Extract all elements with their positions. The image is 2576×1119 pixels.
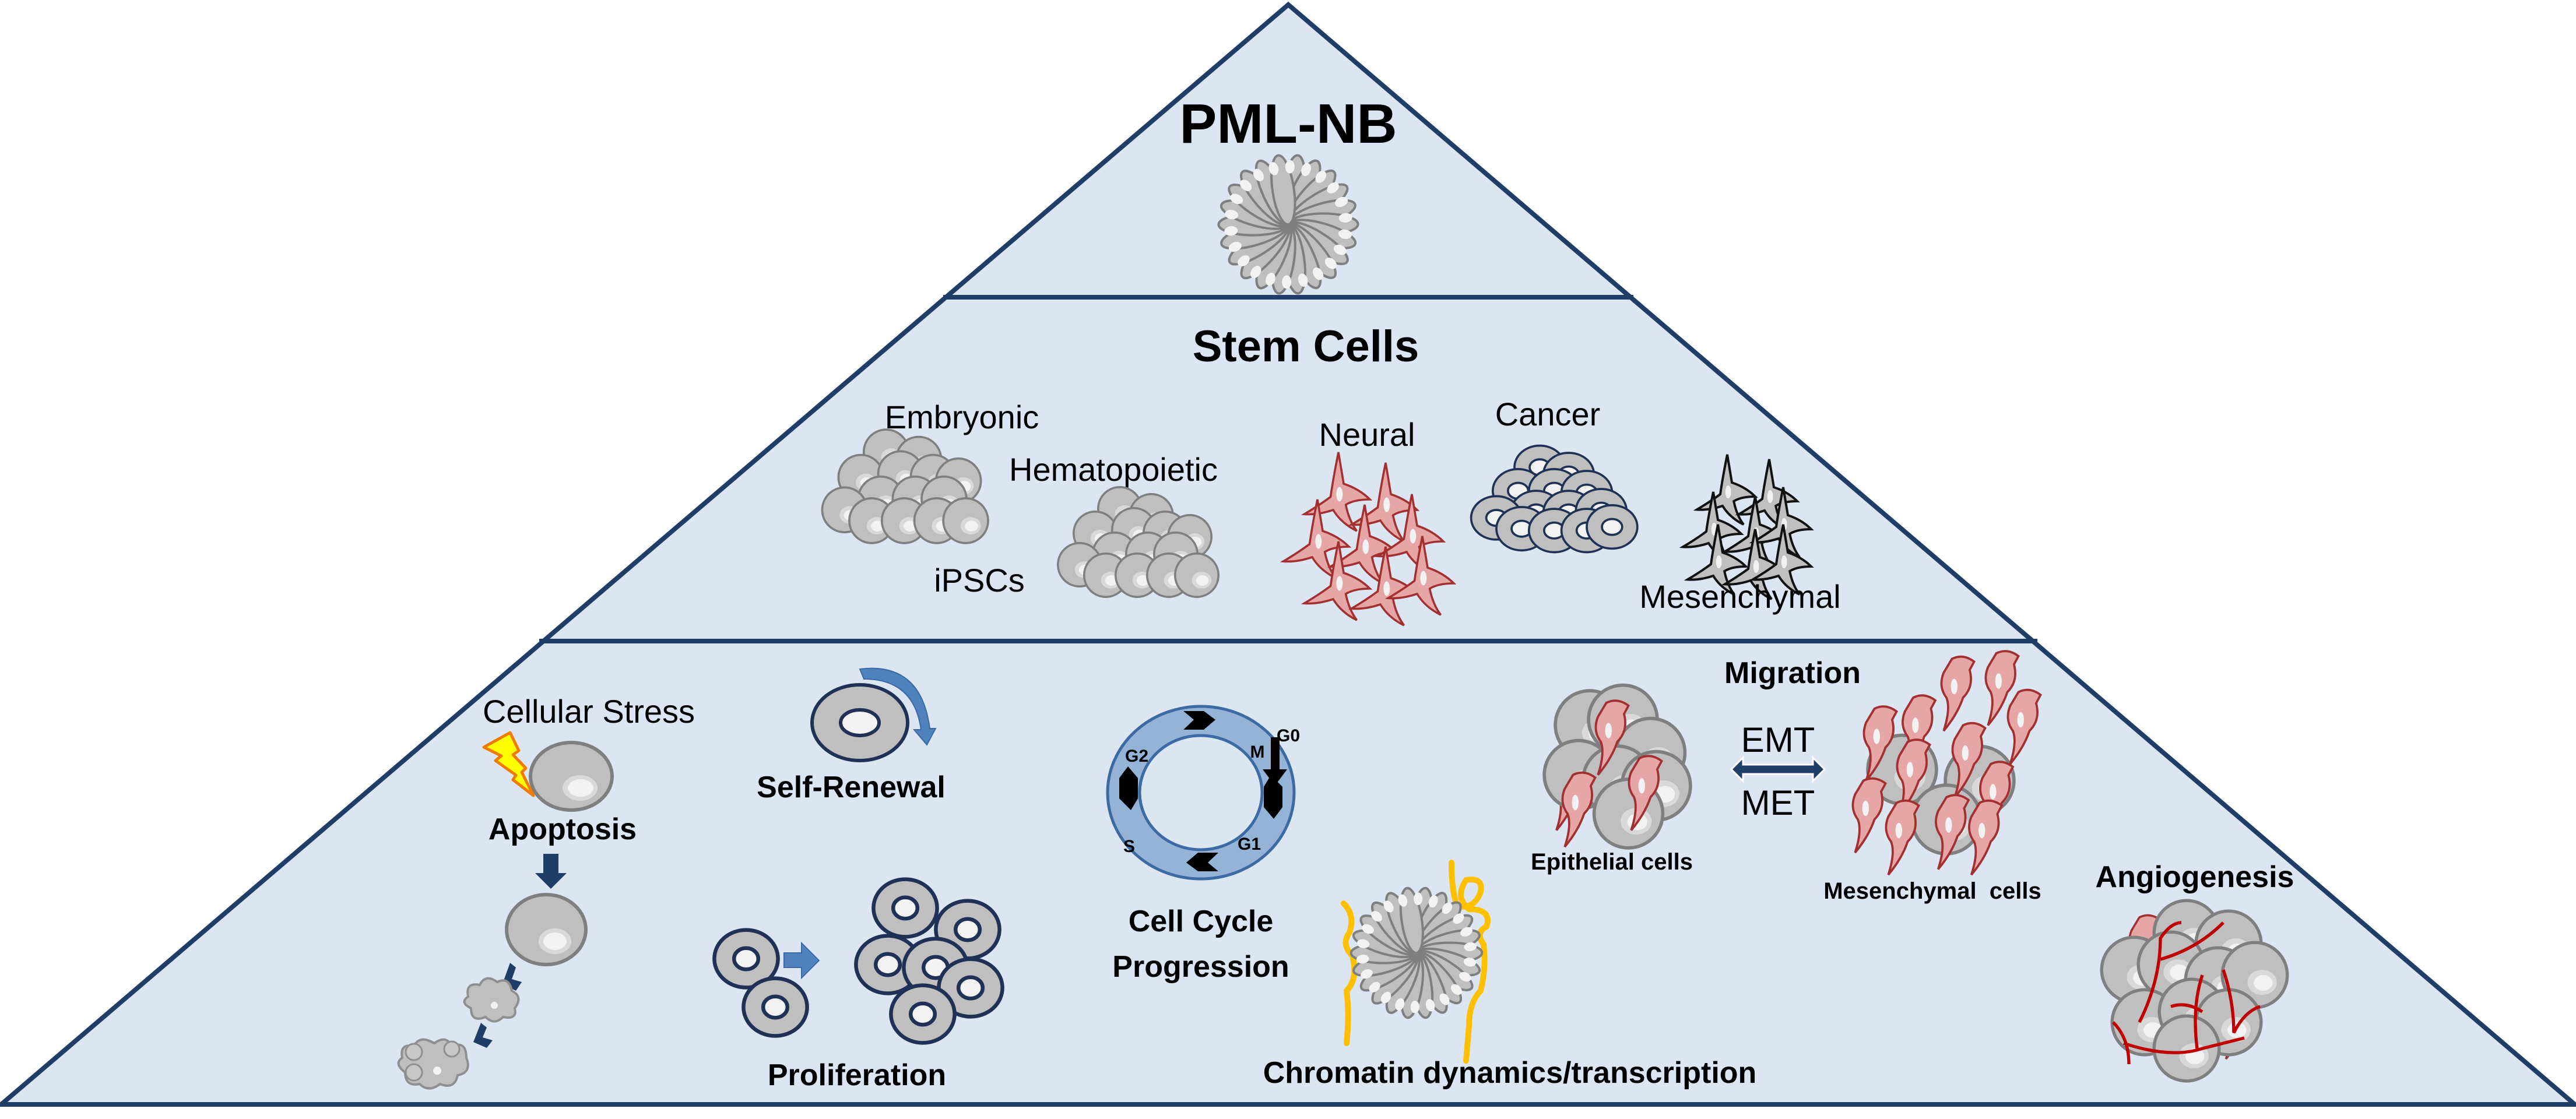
label-cancer: Cancer: [1495, 396, 1601, 432]
label-hematopoietic: Hematopoietic: [1009, 451, 1218, 488]
petal-tip: [1463, 958, 1477, 967]
petal-tip: [1356, 954, 1369, 964]
petal-tip: [1361, 969, 1373, 979]
tier-title-pml-nb: PML-NB: [1179, 93, 1397, 155]
label-proliferation: Proliferation: [768, 1058, 946, 1092]
right-arrow-icon: [783, 941, 820, 980]
apoptotic-bodies-icon: [397, 1038, 469, 1090]
label-mesenchymal-cells: Mesenchymal cells: [1823, 878, 2041, 904]
label-epithelial-cells: Epithelial cells: [1531, 849, 1693, 875]
circular-arrow-icon: [859, 667, 937, 746]
phase-g2: G2: [1125, 747, 1148, 766]
label-apoptosis: Apoptosis: [489, 812, 637, 846]
petal-tip: [1395, 998, 1405, 1011]
down-arrow-icon: [535, 854, 567, 889]
petal-tip: [1285, 160, 1295, 174]
petal-tip: [1338, 213, 1352, 223]
angiogenesis-tumor-icon: [2101, 900, 2287, 1081]
label-cellular-stress: Cellular Stress: [483, 693, 695, 730]
petal-tip: [1459, 972, 1471, 982]
petal-tip: [1268, 162, 1279, 175]
petal-tip: [1230, 193, 1243, 205]
petal-tip: [1362, 924, 1374, 934]
label-migration: Migration: [1724, 656, 1861, 690]
petal-tip: [1224, 226, 1238, 236]
petal-tip: [1371, 911, 1383, 922]
petal-tip: [1380, 991, 1391, 1004]
petal-tip: [1338, 229, 1352, 240]
label-mesenchymal: Mesenchymal: [1639, 578, 1840, 615]
petal-tip: [1333, 244, 1347, 255]
cell-cycle-icon: [1106, 705, 1296, 881]
label-angiogenesis: Angiogenesis: [2096, 860, 2294, 894]
label-embryonic: Embryonic: [885, 399, 1039, 435]
petal-tip: [1250, 266, 1261, 279]
petal-tip: [1225, 209, 1238, 220]
bidirectional-arrow-icon: [1730, 755, 1826, 783]
self-renewal-cell-icon: [810, 683, 909, 762]
label-chromatin-dynamics: Chromatin dynamics/transcription: [1263, 1056, 1757, 1090]
phase-g1: G1: [1238, 835, 1261, 854]
petal-tip: [1240, 180, 1252, 191]
chromatin-fiber-icon: [1341, 860, 1491, 1064]
label-progression: Progression: [1112, 950, 1289, 984]
petal-tip: [1312, 268, 1324, 280]
petal-tip: [1464, 942, 1477, 952]
label-self-renewal: Self-Renewal: [757, 770, 946, 804]
petal-tip: [1398, 894, 1408, 907]
cell-fragment-icon: [463, 977, 520, 1023]
petal-tip: [1442, 902, 1453, 914]
pml-nuclear-body-icon: [1217, 154, 1359, 295]
petal-tip: [1335, 196, 1348, 207]
label-emt: EMT: [1741, 720, 1815, 759]
chevron-arrow-icon-2: [473, 1023, 493, 1048]
petal-tip: [1238, 255, 1250, 267]
petal-tip: [1228, 241, 1242, 252]
label-neural: Neural: [1319, 416, 1415, 453]
petal-tip: [1265, 272, 1275, 286]
petal-tip: [1324, 258, 1337, 269]
proliferation-cells-icon: [714, 879, 1002, 1043]
phase-m: M: [1250, 743, 1265, 762]
label-ipscs: iPSCs: [934, 562, 1025, 599]
petal-tip: [1428, 895, 1438, 908]
petal-tip: [1414, 892, 1423, 905]
petal-tip: [1453, 913, 1464, 924]
stressed-cell-icon: [529, 741, 614, 812]
phase-s: S: [1123, 837, 1135, 856]
petal-tip: [1369, 981, 1380, 993]
petal-tip: [1282, 275, 1292, 289]
label-cell-cycle: Cell Cycle: [1129, 905, 1274, 938]
petal-tip: [1410, 1001, 1419, 1014]
lightning-icon: [482, 731, 535, 797]
petal-tip: [1450, 984, 1462, 995]
label-met: MET: [1741, 783, 1815, 822]
pml-nuclear-body-chromatin-icon: [1349, 886, 1484, 1019]
petal-tip: [1356, 939, 1370, 948]
petal-tip: [1460, 927, 1472, 937]
petal-tip: [1301, 163, 1312, 177]
apoptotic-cell-icon: [505, 893, 588, 966]
petal-tip: [1425, 999, 1435, 1012]
petal-tip: [1327, 182, 1339, 193]
phase-g0: G0: [1277, 726, 1300, 745]
petal-tip: [1439, 993, 1450, 1005]
petal-tip: [1315, 170, 1327, 183]
petal-tip: [1253, 168, 1264, 181]
tier-title-stem-cells: Stem Cells: [1193, 322, 1419, 371]
petal-tip: [1383, 900, 1394, 913]
petal-tip: [1298, 273, 1308, 287]
